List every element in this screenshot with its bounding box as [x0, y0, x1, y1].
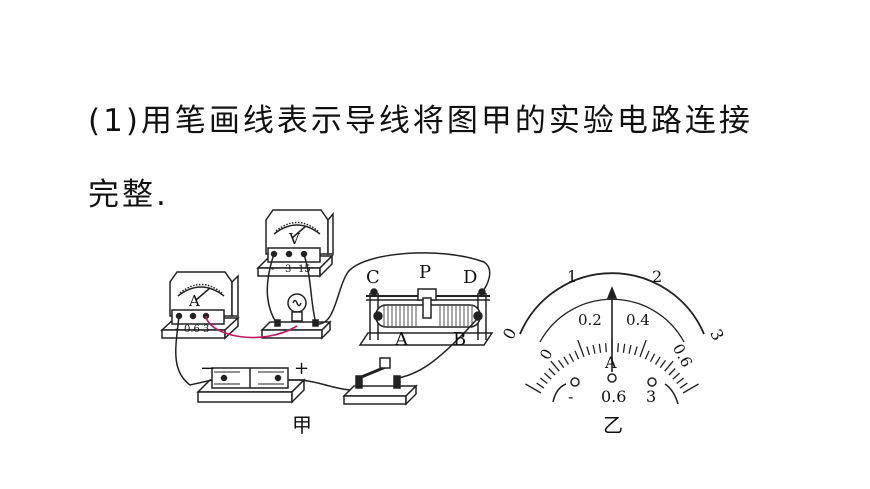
meter-tick [548, 368, 556, 376]
meter-tick [649, 353, 656, 362]
wires [175, 252, 491, 391]
voltmeter-terminal-3: 3 [285, 264, 291, 275]
rheostat-label-p: P [419, 262, 431, 283]
rheostat-label-c: C [366, 267, 380, 288]
meter-tick [568, 353, 575, 362]
meter-tick [563, 356, 570, 365]
meter-tick [633, 346, 638, 356]
voltmeter-symbol: V [288, 230, 301, 248]
meter-tick [525, 383, 542, 394]
battery [196, 367, 306, 404]
meter-tick [539, 377, 548, 385]
switch [342, 357, 418, 406]
meter-tick [543, 372, 552, 380]
voltmeter-terminal-15: 15 [298, 264, 311, 275]
meter-face-terminal-3: 3 [646, 387, 656, 406]
ammeter-terminal-minus: - [175, 324, 178, 335]
rheostat [358, 288, 494, 346]
meter-tick [557, 360, 565, 369]
meter-face-terminal-minus: - [568, 387, 573, 406]
meter-tick [598, 343, 602, 353]
inner-scale-0: 0 [536, 346, 556, 363]
meter-face [519, 272, 705, 405]
meter-tick [659, 360, 667, 369]
ammeter-terminal-0-6: 0.6 [184, 324, 200, 335]
battery-plus-label: + [294, 358, 309, 379]
rheostat-label-d: D [463, 267, 477, 288]
bulb [260, 293, 332, 340]
meter-tick [672, 372, 681, 380]
meter-tick [644, 350, 650, 360]
outer-scale-0: 0 [499, 325, 521, 343]
meter-tick [654, 356, 661, 365]
rheostat-label-a: A [394, 329, 409, 350]
question-line-2: 完整. [88, 177, 169, 213]
meter-face-terminal-0-6: 0.6 [601, 387, 626, 406]
meter-tick [592, 344, 596, 354]
ammeter [160, 271, 240, 340]
inner-scale-0-2: 0.2 [578, 311, 602, 329]
inner-scale-0-4: 0.4 [626, 311, 650, 329]
inner-scale-0-6: 0.6 [669, 341, 696, 371]
voltmeter [256, 209, 334, 278]
meter-face-symbol: A [604, 353, 617, 372]
ammeter-symbol: A [188, 292, 200, 310]
voltmeter-terminal-minus: - [271, 264, 274, 275]
meter-tick [574, 350, 580, 360]
meter-tick [639, 339, 647, 358]
meter-tick [617, 343, 619, 353]
meter-tick [668, 368, 676, 376]
meter-tick [676, 377, 685, 385]
ammeter-terminal-3: 3 [203, 324, 209, 335]
outer-scale-3: 3 [706, 326, 728, 344]
meter-tick [550, 360, 560, 372]
figure-jia-caption: 甲 [292, 413, 312, 437]
rheostat-label-b: B [453, 329, 466, 350]
meter-tick [622, 343, 626, 353]
meter-tick [605, 343, 607, 353]
meter-tick [682, 383, 699, 394]
meter-tick [536, 382, 545, 389]
battery-minus-label: − [200, 358, 215, 379]
meter-tick [577, 339, 585, 358]
outer-scale-1: 1 [567, 267, 577, 286]
meter-tick [664, 360, 674, 372]
question-line-1: (1)用笔画线表示导线将图甲的实验电路连接 [88, 103, 753, 139]
outer-scale-2: 2 [652, 267, 662, 286]
question-text: (1)用笔画线表示导线将图甲的实验电路连接 完整. [88, 84, 828, 232]
meter-tick [586, 346, 591, 356]
meter-tick [679, 382, 688, 389]
figure-yi-caption: 乙 [603, 413, 623, 437]
meter-tick [628, 344, 632, 354]
